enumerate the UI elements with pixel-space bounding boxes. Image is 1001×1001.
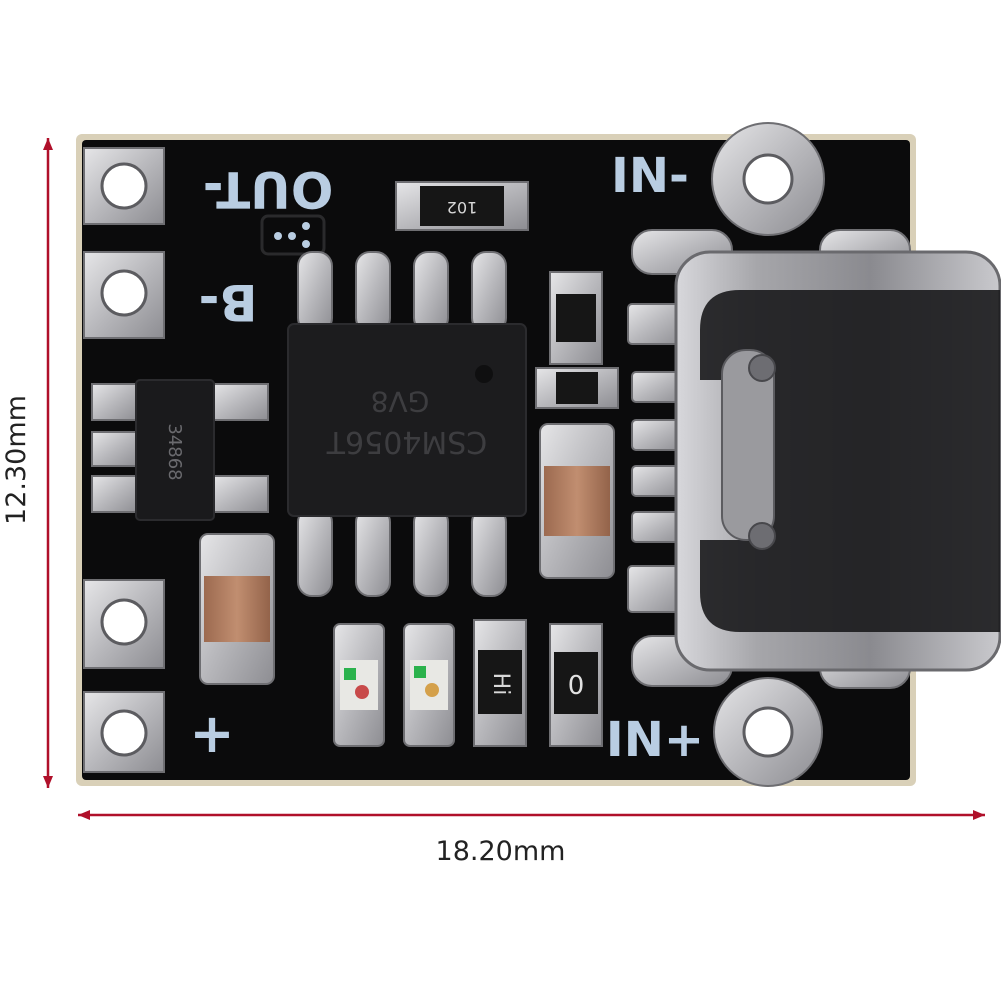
resistor-hi: Hi	[473, 619, 527, 747]
silk-in-plus: IN+	[606, 712, 704, 768]
resistor-0: 0	[549, 623, 603, 747]
main-ic: CSM4056T GV8	[287, 323, 527, 517]
pad-b-minus	[83, 251, 165, 339]
resistor-102-label: 102	[447, 198, 478, 217]
pad-in-minus	[711, 122, 825, 236]
pad-in-plus	[713, 677, 823, 787]
main-ic-marking-2: GV8	[371, 385, 430, 418]
pad-out-minus	[83, 147, 165, 225]
main-ic-marking-1: CSM4056T	[326, 424, 487, 459]
pcb-board: OUT- IN- B- + IN+ 102	[76, 122, 1001, 787]
sot-chip: 34868	[91, 379, 269, 521]
pad-b-plus	[83, 579, 165, 669]
usb-c-pads	[627, 303, 685, 613]
silk-out-minus: OUT-	[203, 160, 334, 218]
height-dimension-label: 12.30mm	[1, 395, 32, 525]
resistor-102: 102	[395, 181, 529, 231]
small-resistor-mid	[535, 367, 619, 409]
main-ic-pins	[297, 251, 507, 597]
resistor-0-label: 0	[568, 671, 585, 701]
silk-plus: +	[189, 702, 234, 765]
capacitor-right	[539, 423, 615, 579]
resistor-hi-label: Hi	[488, 673, 513, 696]
pad-out-plus	[83, 691, 165, 773]
led-green	[403, 623, 455, 747]
capacitor-left	[199, 533, 275, 685]
silk-in-minus: IN-	[611, 148, 689, 204]
silk-b-minus: B-	[199, 273, 258, 331]
sot-chip-marking: 34868	[164, 423, 185, 480]
small-diode	[549, 271, 603, 365]
width-dimension-label: 18.20mm	[435, 836, 566, 867]
led-red	[333, 623, 385, 747]
usb-c-connector	[631, 229, 1001, 689]
